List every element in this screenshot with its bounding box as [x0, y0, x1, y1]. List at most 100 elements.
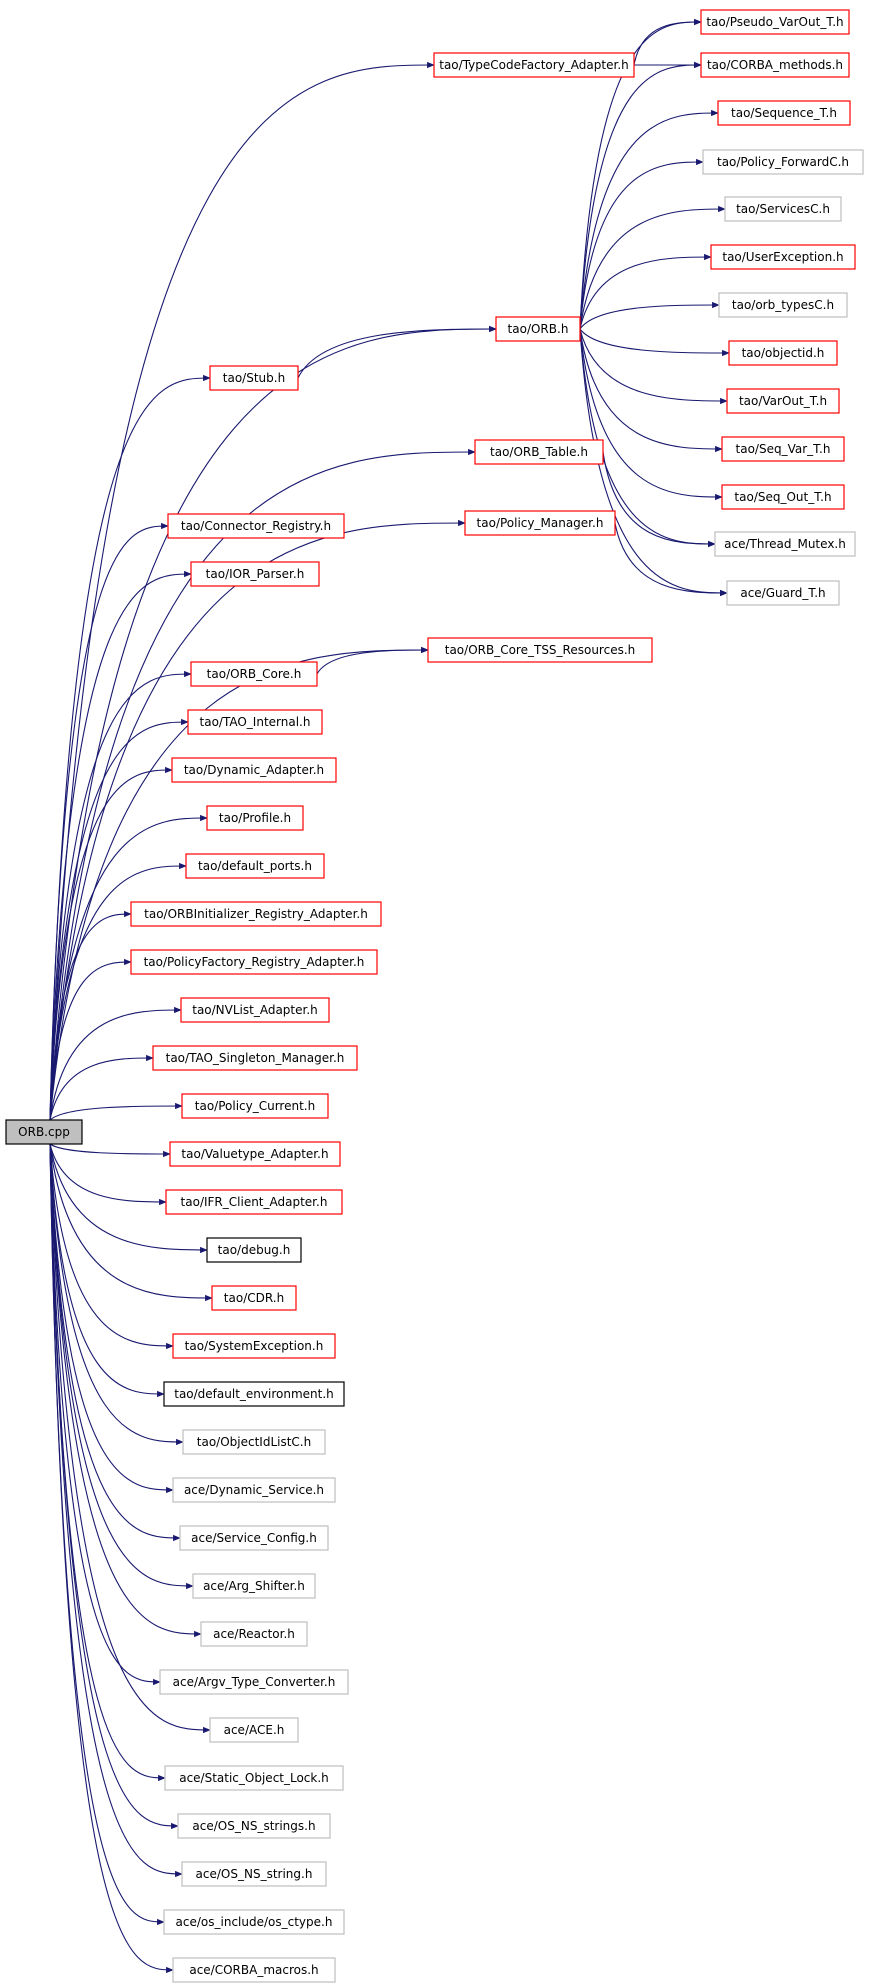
- edge-32: [49, 1143, 179, 1830]
- node-box: [167, 513, 345, 539]
- edge-17: [49, 1102, 183, 1121]
- edge-53: [614, 522, 728, 597]
- edge-24: [49, 1143, 184, 1446]
- node-label: tao/TAO_Internal.h: [200, 715, 311, 729]
- nodes: ORB.cpp tao/Pseudo_VarOut_T.h tao/TypeCode…: [5, 9, 864, 1983]
- node-box: [721, 484, 845, 510]
- node-ace-guard-t-h[interactable]: ace/Guard_T.h: [726, 580, 840, 606]
- node-tao-pseudo-varout-t-h[interactable]: tao/Pseudo_VarOut_T.h: [700, 9, 850, 35]
- node-tao-ifr-client-adapter-h[interactable]: tao/IFR_Client_Adapter.h: [165, 1189, 343, 1215]
- node-box: [200, 1621, 308, 1647]
- node-tao-tao-singleton-manager-h[interactable]: tao/TAO_Singleton_Manager.h: [152, 1045, 358, 1071]
- node-label: tao/Stub.h: [223, 371, 285, 385]
- node-tao-default-ports-h[interactable]: tao/default_ports.h: [185, 853, 325, 879]
- node-tao-systemexception-h[interactable]: tao/SystemException.h: [172, 1333, 336, 1359]
- node-label: ace/Static_Object_Lock.h: [179, 1771, 329, 1785]
- node-box: [172, 1957, 336, 1983]
- node-box: [192, 1573, 316, 1599]
- node-label: tao/Valuetype_Adapter.h: [181, 1147, 328, 1161]
- node-label: tao/CORBA_methods.h: [707, 58, 843, 72]
- node-tao-seq-var-t-h[interactable]: tao/Seq_Var_T.h: [721, 436, 845, 462]
- edge-40: [579, 61, 702, 330]
- node-tao-policy-forwardc-h[interactable]: tao/Policy_ForwardC.h: [702, 149, 864, 175]
- root-node-orb-cpp[interactable]: ORB.cpp: [5, 1119, 83, 1145]
- node-box: [717, 100, 851, 126]
- node-ace-dynamic-service-h[interactable]: ace/Dynamic_Service.h: [172, 1477, 336, 1503]
- node-tao-objectidlistc-h[interactable]: tao/ObjectIdListC.h: [182, 1429, 326, 1455]
- node-tao-policy-manager-h[interactable]: tao/Policy_Manager.h: [464, 510, 616, 536]
- node-ace-corba-macros-h[interactable]: ace/CORBA_macros.h: [172, 1957, 336, 1983]
- node-ace-os-ns-strings-h[interactable]: ace/OS_NS_strings.h: [177, 1813, 331, 1839]
- node-tao-corba-methods-h[interactable]: tao/CORBA_methods.h: [700, 52, 850, 78]
- node-box: [130, 901, 382, 927]
- edge-33: [49, 1143, 183, 1878]
- node-label: tao/UserException.h: [722, 250, 843, 264]
- node-label: ace/Service_Config.h: [191, 1531, 317, 1545]
- node-label: tao/orb_typesC.h: [732, 298, 834, 312]
- node-ace-thread-mutex-h[interactable]: ace/Thread_Mutex.h: [714, 531, 856, 557]
- node-tao-stub-h[interactable]: tao/Stub.h: [209, 365, 299, 391]
- node-box: [163, 1909, 345, 1935]
- node-tao-default-environment-h[interactable]: tao/default_environment.h: [163, 1381, 345, 1407]
- node-label: tao/Policy_ForwardC.h: [717, 155, 849, 169]
- node-tao-typecodefactory-adapter-h[interactable]: tao/TypeCodeFactory_Adapter.h: [433, 52, 635, 78]
- node-label: ace/Argv_Type_Converter.h: [173, 1675, 336, 1689]
- node-tao-debug-h[interactable]: tao/debug.h: [206, 1237, 302, 1263]
- node-box: [724, 196, 842, 222]
- edge-41: [579, 109, 719, 330]
- node-box: [152, 1045, 358, 1071]
- node-tao-policy-current-h[interactable]: tao/Policy_Current.h: [181, 1093, 329, 1119]
- node-label: tao/IOR_Parser.h: [206, 567, 305, 581]
- edge-25: [49, 1143, 174, 1494]
- node-box: [185, 853, 325, 879]
- node-box: [474, 439, 604, 465]
- node-tao-dynamic-adapter-h[interactable]: tao/Dynamic_Adapter.h: [171, 757, 337, 783]
- node-tao-sequence-t-h[interactable]: tao/Sequence_T.h: [717, 100, 851, 126]
- node-tao-varout-t-h[interactable]: tao/VarOut_T.h: [726, 388, 840, 414]
- node-tao-nvlist-adapter-h[interactable]: tao/NVList_Adapter.h: [180, 997, 330, 1023]
- node-tao-orb-typesc-h[interactable]: tao/orb_typesC.h: [718, 292, 848, 318]
- node-label: tao/default_environment.h: [174, 1387, 334, 1401]
- edge-38: [297, 325, 497, 379]
- node-ace-os-ns-string-h[interactable]: ace/OS_NS_string.h: [181, 1861, 327, 1887]
- node-label: tao/Seq_Out_T.h: [734, 490, 831, 504]
- node-tao-ior-parser-h[interactable]: tao/IOR_Parser.h: [190, 561, 320, 587]
- node-tao-tao-internal-h[interactable]: tao/TAO_Internal.h: [187, 709, 323, 735]
- node-tao-connector-registry-h[interactable]: tao/Connector_Registry.h: [167, 513, 345, 539]
- node-tao-profile-h[interactable]: tao/Profile.h: [206, 805, 304, 831]
- node-box: [181, 1861, 327, 1887]
- node-ace-os-include-os-ctype-h[interactable]: ace/os_include/os_ctype.h: [163, 1909, 345, 1935]
- node-ace-arg-shifter-h[interactable]: ace/Arg_Shifter.h: [192, 1573, 316, 1599]
- node-tao-policyfactory-registry-adapter-h[interactable]: tao/PolicyFactory_Registry_Adapter.h: [130, 949, 378, 975]
- edges: [49, 18, 730, 1974]
- node-label: tao/TypeCodeFactory_Adapter.h: [439, 58, 629, 72]
- node-label: tao/CDR.h: [224, 1291, 284, 1305]
- node-ace-static-object-lock-h[interactable]: ace/Static_Object_Lock.h: [164, 1765, 344, 1791]
- node-tao-objectid-h[interactable]: tao/objectid.h: [728, 340, 838, 366]
- node-box: [721, 436, 845, 462]
- node-ace-ace-h[interactable]: ace/ACE.h: [209, 1717, 299, 1743]
- node-label: tao/Dynamic_Adapter.h: [184, 763, 324, 777]
- node-tao-orb-core-tss-resources-h[interactable]: tao/ORB_Core_TSS_Resources.h: [427, 637, 653, 663]
- node-tao-cdr-h[interactable]: tao/CDR.h: [211, 1285, 297, 1311]
- node-label: tao/debug.h: [218, 1243, 291, 1257]
- node-box: [190, 561, 320, 587]
- node-ace-reactor-h[interactable]: ace/Reactor.h: [200, 1621, 308, 1647]
- node-label: tao/ORBInitializer_Registry_Adapter.h: [144, 907, 368, 921]
- node-tao-orb-h[interactable]: tao/ORB.h: [495, 316, 581, 342]
- node-label: ace/CORBA_macros.h: [189, 1963, 318, 1977]
- node-tao-userexception-h[interactable]: tao/UserException.h: [710, 244, 856, 270]
- node-box: [171, 757, 337, 783]
- node-tao-orbinitializer-registry-adapter-h[interactable]: tao/ORBInitializer_Registry_Adapter.h: [130, 901, 382, 927]
- node-tao-valuetype-adapter-h[interactable]: tao/Valuetype_Adapter.h: [169, 1141, 341, 1167]
- node-tao-seq-out-t-h[interactable]: tao/Seq_Out_T.h: [721, 484, 845, 510]
- edge-54: [316, 646, 429, 675]
- node-ace-argv-type-converter-h[interactable]: ace/Argv_Type_Converter.h: [159, 1669, 349, 1695]
- node-tao-orb-table-h[interactable]: tao/ORB_Table.h: [474, 439, 604, 465]
- node-box: [702, 149, 864, 175]
- node-tao-servicesc-h[interactable]: tao/ServicesC.h: [724, 196, 842, 222]
- node-ace-service-config-h[interactable]: ace/Service_Config.h: [179, 1525, 329, 1551]
- node-tao-orb-core-h[interactable]: tao/ORB_Core.h: [190, 661, 318, 687]
- edge-5: [49, 522, 169, 1121]
